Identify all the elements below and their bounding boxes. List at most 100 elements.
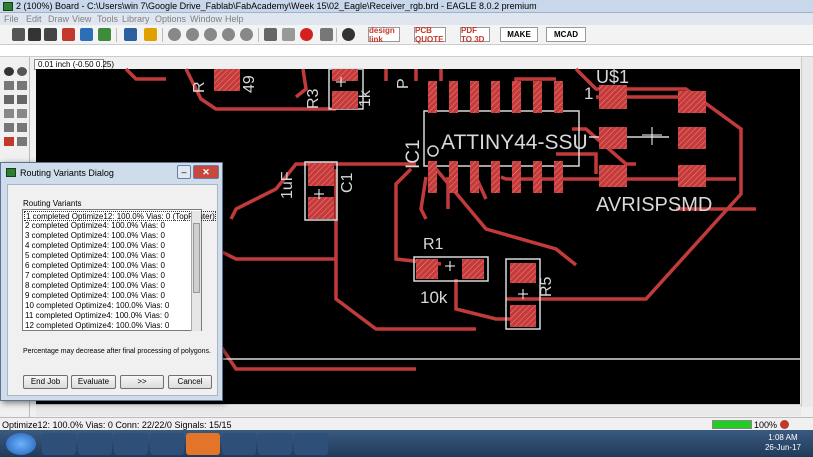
list-scroll-thumb[interactable] [193, 223, 200, 293]
go-icon[interactable] [320, 28, 333, 41]
taskbar-ie-icon[interactable] [42, 433, 76, 455]
polygon-note: Percentage may decrease after final proc… [23, 348, 211, 355]
board-icon[interactable] [124, 28, 137, 41]
r1-label: R1 [423, 236, 444, 253]
info-icon[interactable] [4, 67, 14, 76]
pads [214, 69, 706, 327]
mirror-icon[interactable] [4, 109, 14, 118]
save-icon[interactable] [28, 28, 41, 41]
taskbar: 1:08 AM 26-Jun-17 [0, 430, 813, 457]
next-button[interactable]: >> [120, 375, 164, 389]
taskbar-app-icon[interactable] [150, 433, 184, 455]
r1-value-label: 10k [420, 288, 448, 307]
delete-icon[interactable] [4, 137, 14, 146]
r-top-value-label: 49 [241, 75, 258, 93]
script-icon[interactable] [98, 28, 111, 41]
list-item[interactable]: 10 completed Optimize4: 100.0% Vias: 0 [25, 301, 170, 310]
menu-library[interactable]: Library [122, 14, 150, 24]
taskbar-arduino-icon[interactable] [222, 433, 256, 455]
c1-value-label: 1uF [279, 171, 296, 199]
group-icon[interactable] [4, 123, 14, 132]
stop-status-icon[interactable] [780, 420, 789, 429]
clock-date: 26-Jun-17 [764, 443, 801, 452]
menu-help[interactable]: Help [225, 14, 244, 24]
start-button[interactable] [6, 433, 36, 455]
pcb-quote-button[interactable]: PCB QUOTE [414, 26, 446, 44]
clock[interactable]: 1:08 AM 26-Jun-17 [765, 433, 801, 453]
toolbar: design link PCB QUOTE PDF TO 3D MAKE MCA… [0, 25, 813, 45]
list-item[interactable]: 12 completed Optimize4: 100.0% Vias: 0 [25, 321, 170, 330]
zoom-select-icon[interactable] [240, 28, 253, 41]
list-item[interactable]: 2 completed Optimize4: 100.0% Vias: 0 [25, 221, 165, 230]
list-item[interactable]: 9 completed Optimize4: 100.0% Vias: 0 [25, 291, 165, 300]
taskbar-misc-icon[interactable] [294, 433, 328, 455]
zoom-in-icon[interactable] [186, 28, 199, 41]
list-item[interactable]: 11 completed Optimize4: 100.0% Vias: 0 [25, 311, 169, 320]
list-item[interactable]: 4 completed Optimize4: 100.0% Vias: 0 [25, 241, 165, 250]
r5-label: R5 [538, 276, 555, 297]
dialog-close-button[interactable]: ✕ [193, 165, 219, 179]
taskbar-arduino2-icon[interactable] [258, 433, 292, 455]
schematic-icon[interactable] [144, 28, 157, 41]
design-link-button[interactable]: design link [368, 26, 400, 44]
help-icon[interactable] [342, 28, 355, 41]
open-icon[interactable] [12, 28, 25, 41]
paste-icon[interactable] [17, 137, 27, 146]
rotate-icon[interactable] [17, 109, 27, 118]
menu-options[interactable]: Options [155, 14, 187, 24]
window-title: 2 (100%) Board - C:\Users\win 7\Google D… [16, 1, 537, 11]
show-icon[interactable] [17, 67, 27, 76]
ulp-icon[interactable] [80, 28, 93, 41]
undo-icon[interactable] [264, 28, 277, 41]
zoom-fit-icon[interactable] [168, 28, 181, 41]
end-job-button[interactable]: End Job [23, 375, 68, 389]
ic1-label: IC1 [403, 139, 424, 169]
make-button[interactable]: MAKE [500, 27, 538, 42]
list-item[interactable]: 5 completed Optimize4: 100.0% Vias: 0 [25, 251, 165, 260]
list-item[interactable]: 3 completed Optimize4: 100.0% Vias: 0 [25, 231, 165, 240]
taskbar-explorer-icon[interactable] [114, 433, 148, 455]
eagle-app-icon [3, 2, 13, 11]
p-label: P [395, 78, 412, 89]
list-item[interactable]: 6 completed Optimize4: 100.0% Vias: 0 [25, 261, 165, 270]
grid-icon[interactable] [4, 81, 14, 90]
cam-icon[interactable] [62, 28, 75, 41]
list-item[interactable]: 7 completed Optimize4: 100.0% Vias: 0 [25, 271, 165, 280]
redo-icon[interactable] [282, 28, 295, 41]
menu-file[interactable]: File [4, 14, 19, 24]
pdf-to-3d-button[interactable]: PDF TO 3D [460, 26, 490, 44]
copy-icon[interactable] [17, 95, 27, 104]
c1-label: C1 [339, 172, 356, 193]
evaluate-button[interactable]: Evaluate [71, 375, 116, 389]
vertical-scrollbar[interactable] [801, 57, 813, 407]
cancel-button[interactable]: Cancel [168, 375, 212, 389]
r-label: R [191, 81, 208, 93]
list-item[interactable]: 1 completed Optimize12: 100.0% Vias: 0 (… [24, 211, 216, 221]
list-item[interactable]: 8 completed Optimize4: 100.0% Vias: 0 [25, 281, 165, 290]
taskbar-eagle-icon[interactable] [186, 433, 220, 455]
zoom-redraw-icon[interactable] [222, 28, 235, 41]
status-text: Optimize12: 100.0% Vias: 0 Conn: 22/22/0… [2, 420, 232, 430]
usd1-label: U$1 [596, 67, 629, 87]
progress-bar [712, 420, 752, 429]
zoom-out-icon[interactable] [204, 28, 217, 41]
list-scrollbar[interactable] [191, 211, 201, 331]
change-icon[interactable] [17, 123, 27, 132]
layers-icon[interactable] [17, 81, 27, 90]
routing-variants-list[interactable]: 1 completed Optimize12: 100.0% Vias: 0 (… [22, 209, 216, 331]
move-icon[interactable] [4, 95, 14, 104]
menu-window[interactable]: Window [190, 14, 223, 24]
status-bar: Optimize12: 100.0% Vias: 0 Conn: 22/22/0… [0, 417, 813, 430]
mcad-button[interactable]: MCAD [546, 27, 586, 42]
menu-view[interactable]: View [72, 14, 92, 24]
taskbar-chrome-icon[interactable] [78, 433, 112, 455]
menu-tools[interactable]: Tools [97, 14, 119, 24]
menu-edit[interactable]: Edit [26, 14, 42, 24]
print-icon[interactable] [44, 28, 57, 41]
dialog-minimize-button[interactable]: – [177, 165, 191, 179]
horizontal-scrollbar[interactable] [36, 404, 801, 416]
menu-draw[interactable]: Draw [48, 14, 70, 24]
component-labels: ATTINY44-SSU IC1 U$1 1 AVRISPSMD R1 10k … [191, 67, 712, 307]
stop-icon[interactable] [300, 28, 313, 41]
attiny-label: ATTINY44-SSU [441, 131, 588, 154]
